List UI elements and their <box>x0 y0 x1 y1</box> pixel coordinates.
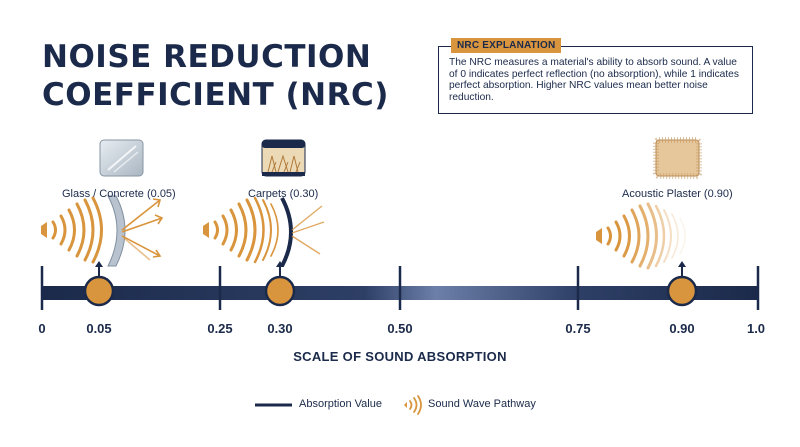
plaster-sound-wave-icon <box>596 202 686 270</box>
page-title: NOISE REDUCTION COEFFICIENT (NRC) <box>42 38 389 114</box>
marker-plaster <box>666 261 698 307</box>
title-line-1: NOISE REDUCTION <box>42 39 372 75</box>
tick-label-0: 0 <box>38 321 46 336</box>
tick-label-075: 0.75 <box>565 321 591 336</box>
material-label-glass: Glass / Concrete (0.05) <box>62 188 176 200</box>
tick-label-025: 0.25 <box>207 321 233 336</box>
absorption-scale <box>40 266 760 310</box>
sound-wave-legend-icon <box>404 395 422 415</box>
value-label-plaster: 0.90 <box>669 321 695 336</box>
explanation-text: The NRC measures a material's ability to… <box>449 57 739 103</box>
explanation-tag: NRC EXPLANATION <box>451 38 562 53</box>
legend-wave-label: Sound Wave Pathway <box>428 398 536 410</box>
material-label-carpets: Carpets (0.30) <box>248 188 319 200</box>
reflection-arrows-icon <box>121 198 164 261</box>
nrc-explanation-box: NRC EXPLANATION The NRC measures a mater… <box>438 38 753 114</box>
value-label-carpets: 0.30 <box>267 321 293 336</box>
material-label-plaster: Acoustic Plaster (0.90) <box>622 188 733 200</box>
marker-carpet <box>264 261 296 307</box>
marker-glass <box>83 261 115 307</box>
scale-title: SCALE OF SOUND ABSORPTION <box>293 349 507 364</box>
value-label-glass: 0.05 <box>86 321 112 336</box>
acoustic-plaster-icon <box>653 137 702 179</box>
glass-panel-icon <box>99 139 144 177</box>
title-line-2: COEFFICIENT (NRC) <box>42 77 389 113</box>
carpet-sound-wave-icon <box>203 196 279 264</box>
glass-surface-icon <box>107 195 126 267</box>
tick-label-1: 1.0 <box>746 321 766 336</box>
tick-label-050: 0.50 <box>387 321 413 336</box>
carpet-icon <box>261 139 306 177</box>
carpet-surface-icon <box>280 197 293 267</box>
glass-sound-wave-icon <box>41 196 103 264</box>
legend-absorption-label: Absorption Value <box>299 398 382 410</box>
carpet-reflection-arrows-icon <box>291 205 325 255</box>
